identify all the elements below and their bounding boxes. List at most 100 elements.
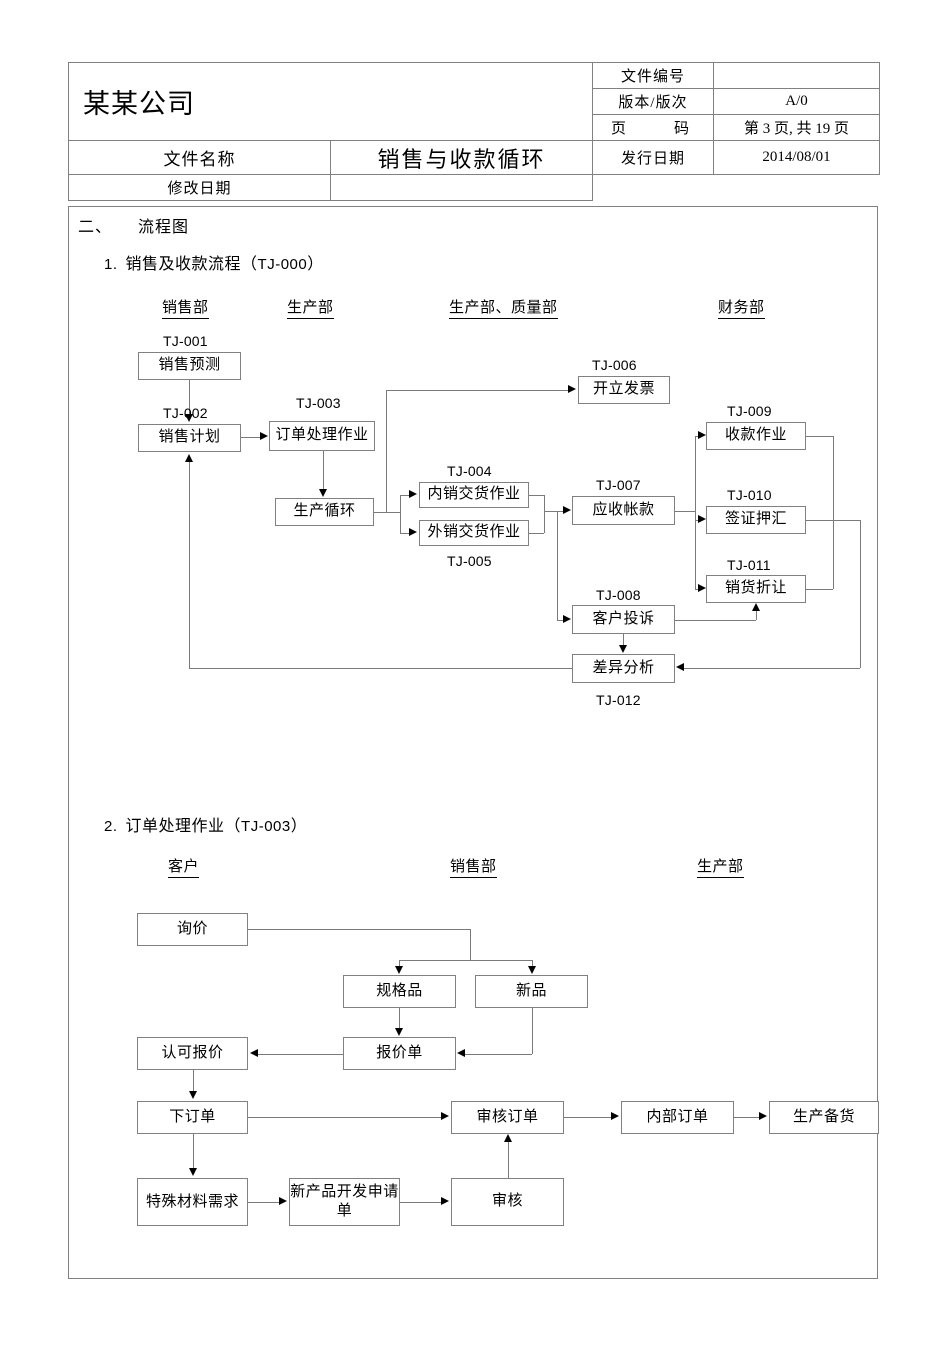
flow1-edge-bus-to-invoice xyxy=(386,390,569,391)
arrow-right-icon xyxy=(441,1112,449,1120)
flow1-edge-bus-vertical xyxy=(386,390,387,512)
arrow-right-icon xyxy=(260,432,268,440)
flow1-edge-merge-to-ar-bus xyxy=(544,511,564,512)
flow1-edge-return-vertical-outer xyxy=(860,520,861,668)
flow1-code-tj007: TJ-007 xyxy=(596,477,641,493)
flow1-edge-bus-to-collection xyxy=(695,436,700,437)
flow1-node-sales-forecast: 销售预测 xyxy=(138,352,241,380)
company-name: 某某公司 xyxy=(68,62,593,141)
flow1-edge-split-to-domestic xyxy=(400,495,410,496)
flow2-node-quotation: 报价单 xyxy=(343,1037,456,1070)
arrow-left-icon xyxy=(676,663,684,671)
flow1-node-production-cycle: 生产循环 xyxy=(275,498,374,526)
arrow-right-icon xyxy=(441,1197,449,1205)
flow1-lane-header-sales: 销售部 xyxy=(162,296,209,319)
arrow-down-icon xyxy=(619,645,627,653)
header-value-issue-date: 2014/08/01 xyxy=(713,140,880,175)
flow1-node-visa-negotiation: 签证押汇 xyxy=(706,506,806,534)
flow1-code-tj008: TJ-008 xyxy=(596,587,641,603)
subsection-heading-2: 2.订单处理作业（TJ-003） xyxy=(104,812,307,836)
subsection-2-title: 订单处理作业（ xyxy=(125,818,242,835)
flow1-node-customer-complaint: 客户投诉 xyxy=(572,605,675,634)
arrow-down-icon xyxy=(189,1091,197,1099)
flow2-edge-order-to-material xyxy=(193,1134,194,1169)
flow2-edge-inquiry-out xyxy=(248,929,470,930)
arrow-right-icon xyxy=(279,1197,287,1205)
subsection-2-title-end: ） xyxy=(290,818,308,835)
flow2-node-place-order: 下订单 xyxy=(137,1101,248,1134)
flow1-lane-header-finance: 财务部 xyxy=(718,296,765,319)
flow1-edge-return-to-variance xyxy=(684,668,860,669)
flow1-edge-cycle-to-bus xyxy=(374,512,400,513)
flow2-edge-material-to-request xyxy=(248,1202,280,1203)
subsection-1-title: 销售及收款流程（ xyxy=(125,256,258,273)
flow2-edge-approve-to-order xyxy=(193,1070,194,1092)
subsection-1-code: TJ-000 xyxy=(257,256,308,273)
header-value-revision-date xyxy=(330,174,593,201)
arrow-down-icon xyxy=(395,1028,403,1036)
header-value-version: A/0 xyxy=(713,88,880,115)
flow2-node-review-order: 审核订单 xyxy=(451,1101,564,1134)
header-label-revision-date: 修改日期 xyxy=(68,174,331,201)
arrow-left-icon xyxy=(250,1049,258,1057)
header-label-issue-date: 发行日期 xyxy=(592,140,714,175)
flow2-edge-request-to-review xyxy=(400,1202,442,1203)
flow2-edge-standard-to-quote xyxy=(399,1008,400,1029)
flow1-edge-ar-bus-vertical xyxy=(557,511,558,620)
arrow-up-icon xyxy=(752,603,760,611)
subsection-1-number: 1. xyxy=(104,256,118,273)
flow2-edge-to-new xyxy=(532,960,533,967)
flow1-code-tj002: TJ-002 xyxy=(163,405,208,421)
flow1-code-tj005: TJ-005 xyxy=(447,553,492,569)
arrow-right-icon xyxy=(759,1112,767,1120)
flow2-node-inquiry: 询价 xyxy=(137,913,248,946)
arrow-up-icon xyxy=(504,1134,512,1142)
flow2-edge-order-to-review-order xyxy=(248,1117,442,1118)
flow1-edge-plan-to-order xyxy=(241,437,261,438)
arrow-down-icon xyxy=(395,966,403,974)
flow2-node-special-material: 特殊材料需求 xyxy=(137,1178,248,1226)
flow2-lane-header-customer: 客户 xyxy=(168,855,200,878)
flow1-edge-domestic-merge xyxy=(529,495,544,496)
arrow-down-icon xyxy=(185,414,193,422)
header-label-page-code: 页 码 xyxy=(592,114,714,141)
flow1-edge-collection-return xyxy=(806,436,833,437)
flow1-lane-header-production-quality: 生产部、质量部 xyxy=(449,296,558,319)
flow1-code-tj010: TJ-010 xyxy=(727,487,772,503)
arrow-right-icon xyxy=(698,515,706,523)
flow1-edge-complaint-to-variance xyxy=(623,634,624,646)
section-number: 二、 xyxy=(78,219,113,236)
flow1-edge-finance-bus-vertical xyxy=(695,436,696,589)
header-value-page-code: 第 3 页, 共 19 页 xyxy=(713,114,880,141)
arrow-right-icon xyxy=(568,385,576,393)
arrow-down-icon xyxy=(189,1168,197,1176)
flow2-edge-review-to-internal xyxy=(564,1117,612,1118)
flow1-edge-bus-to-allowance xyxy=(695,589,700,590)
arrow-up-icon xyxy=(185,454,193,462)
flow1-edge-allowance-return xyxy=(806,589,833,590)
subsection-2-code: TJ-003 xyxy=(241,818,291,835)
flow2-node-production-stock: 生产备货 xyxy=(769,1101,879,1134)
header-label-doc-name: 文件名称 xyxy=(68,140,331,175)
flow1-edge-ar-to-finance-bus xyxy=(675,511,695,512)
flow1-edge-export-merge xyxy=(529,533,544,534)
flow1-node-accounts-receivable: 应收帐款 xyxy=(572,496,675,525)
flow2-edge-review-to-review-order xyxy=(508,1142,509,1178)
arrow-right-icon xyxy=(698,584,706,592)
flow1-node-sales-allowance: 销货折让 xyxy=(706,575,806,603)
flow1-lane-header-production: 生产部 xyxy=(287,296,334,319)
flow1-node-order-processing: 订单处理作业 xyxy=(269,421,375,451)
document-body-frame xyxy=(68,206,878,1279)
flow2-edge-inquiry-split xyxy=(399,960,532,961)
flow1-code-tj009: TJ-009 xyxy=(727,403,772,419)
arrow-right-icon xyxy=(563,615,571,623)
header-label-version: 版本/版次 xyxy=(592,88,714,115)
arrow-right-icon xyxy=(698,431,706,439)
flow2-edge-new-down xyxy=(532,1008,533,1054)
flow2-edge-inquiry-down xyxy=(470,929,471,960)
arrow-right-icon xyxy=(563,506,571,514)
flow1-edge-variance-feedback-vertical xyxy=(189,462,190,668)
arrow-left-icon xyxy=(457,1049,465,1057)
flow1-edge-split-vertical xyxy=(400,495,401,533)
